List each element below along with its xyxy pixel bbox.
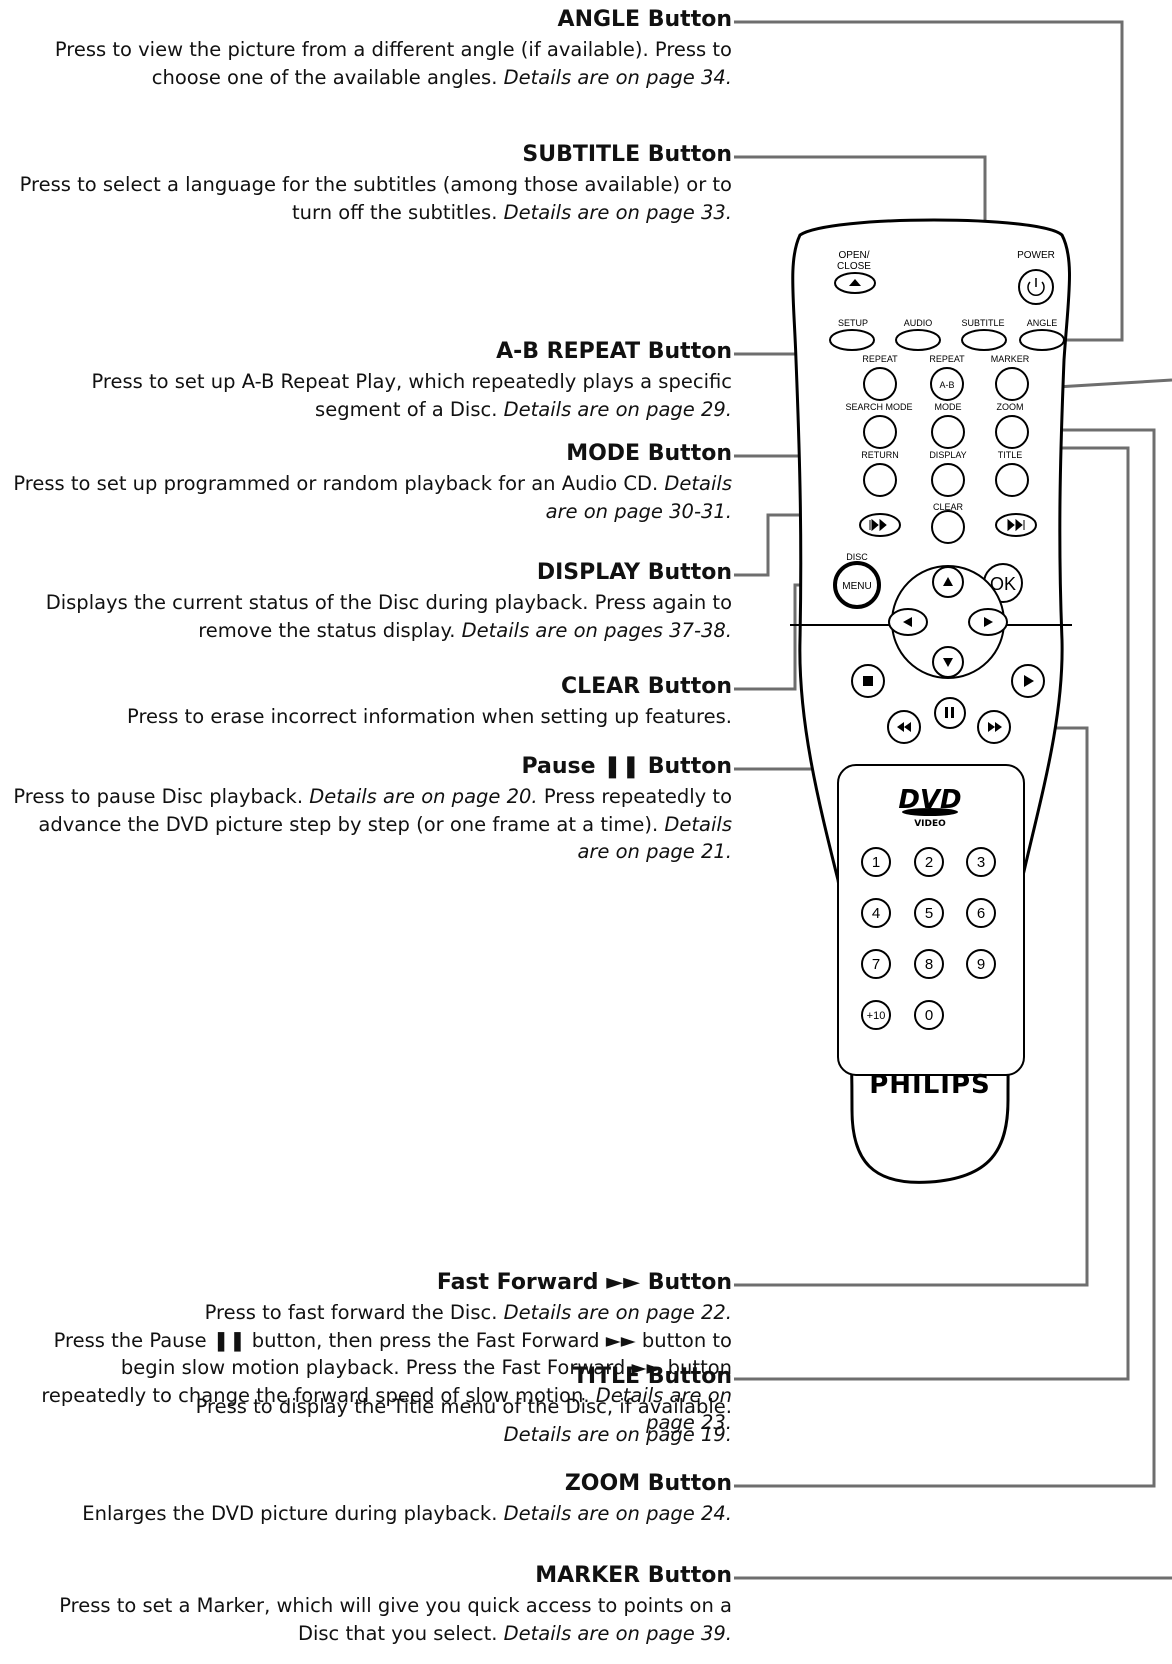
stop-icon [863, 676, 873, 686]
svg-text:1: 1 [872, 854, 880, 871]
svg-text:SUBTITLE: SUBTITLE [961, 318, 1004, 328]
svg-text:TITLE: TITLE [998, 450, 1023, 460]
entry-marker: MARKER Button Press to set a Marker, whi… [12, 1562, 732, 1647]
svg-text:A-B: A-B [939, 380, 954, 390]
prev-icon [869, 518, 887, 532]
pause-icon [945, 707, 948, 718]
svg-text:REPEAT: REPEAT [929, 354, 965, 364]
power-icon [1027, 281, 1045, 297]
entry-title: Pause ❚❚ Button [521, 754, 732, 779]
entry-abrepeat: A-B REPEAT Button Press to set up A-B Re… [12, 338, 732, 423]
disc-menu-button [833, 561, 881, 609]
svg-text:ZOOM: ZOOM [997, 402, 1024, 412]
search-mode-button [863, 415, 897, 449]
down-arrow-icon [943, 658, 953, 667]
svg-text:6: 6 [977, 905, 985, 922]
title-button [995, 463, 1029, 497]
svg-text:MARKER: MARKER [991, 354, 1030, 364]
svg-text:9: 9 [977, 956, 985, 973]
svg-text:3: 3 [977, 854, 985, 871]
svg-text:DISPLAY: DISPLAY [929, 450, 966, 460]
entry-title-button: TITLE Button Press to display the Title … [12, 1363, 732, 1448]
entry-angle: ANGLE Button Press to view the picture f… [12, 6, 732, 91]
entry-fast-forward: Fast Forward ►► Button Press to fast for… [12, 1269, 732, 1437]
entry-title: DISPLAY Button [536, 560, 732, 585]
svg-text:7: 7 [872, 956, 880, 973]
ab-repeat-button [930, 367, 964, 401]
return-button [863, 463, 897, 497]
marker-button [995, 367, 1029, 401]
entry-title: ZOOM Button [564, 1471, 732, 1496]
entry-title: SUBTITLE Button [522, 142, 732, 167]
svg-text:SEARCH MODE: SEARCH MODE [845, 402, 912, 412]
entry-title: ANGLE Button [557, 7, 732, 32]
svg-text:MODE: MODE [935, 402, 962, 412]
leader-line-angle [734, 20, 1124, 342]
svg-text:ANGLE: ANGLE [1027, 318, 1058, 328]
svg-text:AUDIO: AUDIO [904, 318, 933, 328]
left-arrow-icon [903, 617, 912, 627]
entry-title: CLEAR Button [560, 674, 732, 699]
power-label: POWER [1017, 250, 1055, 261]
svg-text:2: 2 [925, 854, 933, 871]
display-button [931, 463, 965, 497]
entry-title: MARKER Button [535, 1563, 732, 1588]
svg-text:CLEAR: CLEAR [933, 502, 964, 512]
clear-button [931, 510, 965, 544]
setup-button [829, 329, 875, 351]
rewind-icon [897, 722, 911, 732]
open-close-label: OPEN/ [838, 250, 869, 261]
svg-text:CLOSE: CLOSE [837, 261, 871, 272]
svg-text:0: 0 [925, 1007, 933, 1024]
entry-title: A-B REPEAT Button [496, 339, 732, 364]
svg-text:8: 8 [925, 956, 933, 973]
entry-title: Fast Forward ►► Button [436, 1270, 732, 1295]
entry-subtitle: SUBTITLE Button Press to select a langua… [12, 141, 732, 226]
digit-labels: 1 2 3 4 5 6 7 8 9 +10 0 [867, 854, 986, 1024]
audio-button [895, 329, 941, 351]
svg-text:OK: OK [990, 574, 1016, 594]
zoom-button [995, 415, 1029, 449]
entry-title: MODE Button [566, 441, 732, 466]
play-icon [1024, 675, 1034, 687]
mode-button [931, 415, 965, 449]
entry-pause: Pause ❚❚ Button Press to pause Disc play… [13, 754, 732, 863]
entry-title: TITLE Button [572, 1364, 732, 1389]
repeat-button [863, 367, 897, 401]
entry-mode: MODE Button Press to set up programmed o… [13, 441, 732, 523]
entry-display: DISPLAY Button Displays the current stat… [12, 559, 732, 644]
video-logo: VIDEO [914, 819, 946, 829]
svg-text:RETURN: RETURN [861, 450, 899, 460]
svg-text:SETUP: SETUP [838, 318, 868, 328]
eject-icon [849, 279, 861, 286]
angle-button [1019, 329, 1065, 351]
right-arrow-icon [984, 617, 993, 627]
svg-text:DISC: DISC [846, 552, 868, 562]
leader-line-zoom [734, 428, 1156, 1488]
next-icon [1007, 518, 1025, 532]
svg-text:REPEAT: REPEAT [862, 354, 898, 364]
svg-text:MENU: MENU [842, 581, 871, 592]
subtitle-button [961, 329, 1007, 351]
leader-line-title [734, 446, 1130, 1381]
svg-text:5: 5 [925, 905, 933, 922]
fast-forward-icon [988, 722, 1002, 732]
entry-clear: CLEAR Button Press to erase incorrect in… [12, 673, 732, 731]
svg-text:4: 4 [872, 905, 880, 922]
brand-logo: PHILIPS [869, 1070, 991, 1100]
pause-button [934, 697, 966, 729]
entry-zoom: ZOOM Button Enlarges the DVD picture dur… [12, 1470, 732, 1528]
up-arrow-icon [943, 577, 953, 586]
svg-text:+10: +10 [867, 1010, 886, 1022]
